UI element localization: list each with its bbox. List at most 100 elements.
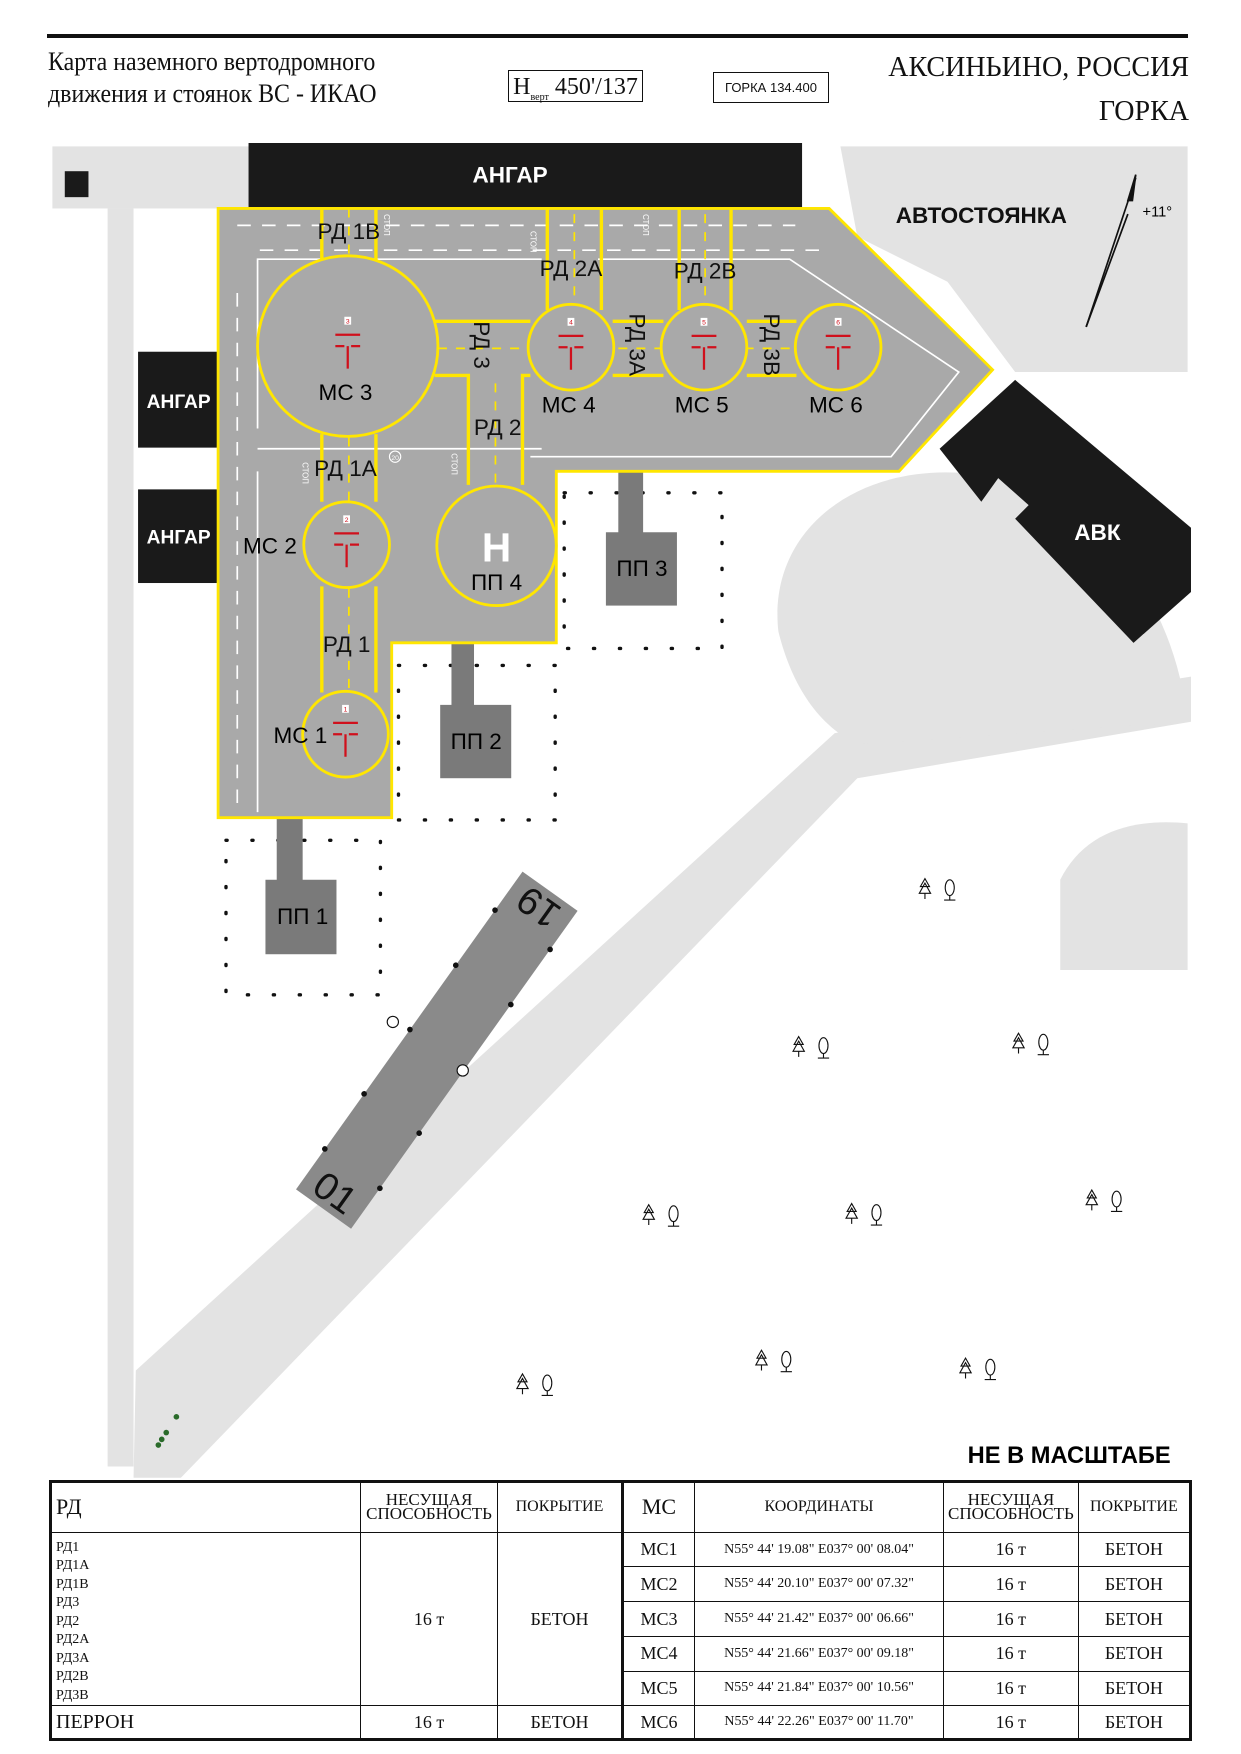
location-line-1: АКСИНЬИНО, РОССИЯ	[888, 52, 1189, 83]
tree-icon	[754, 1349, 792, 1373]
stand-t-marking-icon	[333, 721, 358, 757]
table-row: МС3 N55° 44' 21.42" E037° 00' 06.66" 16 …	[51, 1601, 1192, 1637]
table-row: МС2 N55° 44' 20.10" E037° 00' 07.32" 16 …	[51, 1566, 1192, 1603]
header-ms: МС	[621, 1481, 695, 1533]
north-arrow-icon	[1085, 174, 1137, 328]
taxiway-item: РД2	[56, 1613, 80, 1629]
title-line-1: Карта наземного вертодромного	[48, 47, 376, 76]
taxiway-item: РД2В	[56, 1669, 89, 1685]
magnetic-variation: +11°	[1143, 204, 1173, 220]
stop-marking: СТОП	[301, 462, 310, 484]
table-row: МС5 N55° 44' 21.84" E037° 00' 10.56" 16 …	[51, 1670, 1192, 1707]
marker-circle	[386, 1015, 400, 1029]
frequency-box: ГОРКА 134.400	[713, 72, 829, 103]
scale-note: НЕ В МАСШТАБЕ	[968, 1443, 1171, 1469]
stand-id: МС4	[621, 1635, 695, 1672]
taxiway-label-rd1b: РД 1В	[318, 219, 381, 244]
apron-capacity: 16 т	[360, 1705, 498, 1741]
tree-icon	[845, 1202, 883, 1226]
elevation-box: Hверт 450'/137	[508, 70, 643, 103]
heliport-map: АНГАР АНГАР АНГАР АВК АВТОСТОЯНКА +11° П…	[49, 143, 1191, 1480]
taxiway-item: РД1В	[56, 1576, 89, 1592]
speed-limit-value: 20	[391, 455, 399, 462]
stand-5: 5МС 5	[659, 302, 749, 418]
taxiway-label-rd3b: РД 3В	[759, 313, 784, 376]
avk-label: АВК	[1074, 520, 1121, 545]
pad-4-circle	[435, 484, 558, 608]
stand-circle	[793, 302, 883, 392]
stand-label: МС 6	[809, 393, 863, 418]
stand-circle	[659, 302, 749, 392]
taxiway-item: РД1А	[56, 1558, 90, 1574]
stand-capacity: 16 т	[943, 1670, 1079, 1707]
tree-icon	[515, 1372, 553, 1396]
stand-coords: N55° 44' 21.66" E037° 00' 09.18"	[694, 1635, 944, 1672]
pad-1-label: ПП 1	[277, 904, 328, 929]
stand-id: МС3	[621, 1601, 695, 1637]
stand-number: 5	[702, 320, 706, 327]
marker-circle	[456, 1064, 469, 1077]
tree-icon	[1085, 1188, 1123, 1213]
marker-square	[64, 171, 89, 198]
stand-coords: N55° 44' 19.08" E037° 00' 08.04"	[694, 1531, 944, 1568]
header-surface-ms: ПОКРЫТИЕ	[1077, 1481, 1192, 1533]
pads	[265, 471, 677, 955]
header-capacity: НЕСУЩАЯ СПОСОБНОСТЬ	[360, 1481, 498, 1533]
apron-service-road	[236, 224, 961, 813]
stand-surface: БЕТОН	[1077, 1566, 1192, 1603]
stand-number: 1	[344, 707, 348, 714]
apron-surface: БЕТОН	[497, 1705, 623, 1741]
taxiway-label-rd2: РД 2	[474, 415, 522, 440]
chart-title: Карта наземного вертодромного движения и…	[48, 46, 377, 110]
hangar-left-2	[138, 489, 219, 584]
stand-capacity: 16 т	[943, 1601, 1079, 1637]
location: АКСИНЬИНО, РОССИЯ ГОРКА	[888, 46, 1189, 134]
runway-surface	[296, 871, 578, 1229]
stand-id: МС6	[621, 1705, 695, 1741]
stop-marking: СТОП	[449, 453, 458, 475]
stand-coords: N55° 44' 20.10" E037° 00' 07.32"	[694, 1566, 944, 1603]
stand-id: МС2	[621, 1566, 695, 1603]
taxiway-surface: БЕТОН	[497, 1531, 623, 1707]
stand-surface: БЕТОН	[1077, 1670, 1192, 1707]
stand-label: МС 4	[542, 393, 596, 418]
stand-surface: БЕТОН	[1077, 1635, 1192, 1672]
location-line-2: ГОРКА	[1098, 96, 1189, 127]
pad-4-label: ПП 4	[471, 570, 522, 595]
stand-t-marking-icon	[691, 334, 717, 370]
hangar-left-1-label: АНГАР	[147, 392, 211, 413]
stand-label: МС 2	[243, 534, 297, 559]
top-rule	[47, 34, 1188, 38]
taxiway-item: РД3А	[56, 1650, 90, 1666]
stand-t-marking-icon	[558, 334, 584, 370]
title-line-2: движения и стоянок ВС - ИКАО	[48, 79, 377, 108]
stand-number-bg	[834, 317, 842, 326]
taxiway-edges	[320, 208, 797, 693]
stop-markings: СТОП СТОП СТОП СТОП СТОП	[301, 214, 650, 484]
header-capacity-ms: НЕСУЩАЯ СПОСОБНОСТЬ	[943, 1481, 1079, 1533]
avk-building	[939, 379, 1191, 643]
elevation-sub: верт	[530, 91, 549, 103]
stand-id: МС1	[621, 1531, 695, 1568]
taxiway-label-rd3a: РД 3А	[625, 313, 650, 376]
stand-4: 4 МС 4	[526, 302, 616, 418]
stand-id: МС5	[621, 1670, 695, 1707]
stand-number: 4	[569, 320, 573, 327]
stand-capacity: 16 т	[943, 1705, 1079, 1741]
pad-2-label: ПП 2	[451, 729, 502, 754]
stand-surface: БЕТОН	[1077, 1601, 1192, 1637]
stand-3: 3МС 3	[256, 254, 440, 438]
tree-icon	[958, 1357, 996, 1381]
runway-edge-lights	[322, 907, 553, 1192]
stand-capacity: 16 т	[943, 1635, 1079, 1672]
stand-number: 6	[836, 320, 840, 327]
taxiway-item: РД3	[56, 1595, 80, 1611]
taxiway-item: РД1	[56, 1539, 80, 1555]
taxiway-labels: РД 1В РД 2А РД 2В РД 3 РД 3А РД 3В РД 2 …	[314, 219, 784, 657]
heli-h-marking: H	[482, 525, 511, 571]
stand-t-marking-icon	[335, 333, 361, 369]
taxiway-label-rd2a: РД 2А	[540, 256, 603, 281]
stand-number-bg	[343, 515, 351, 524]
